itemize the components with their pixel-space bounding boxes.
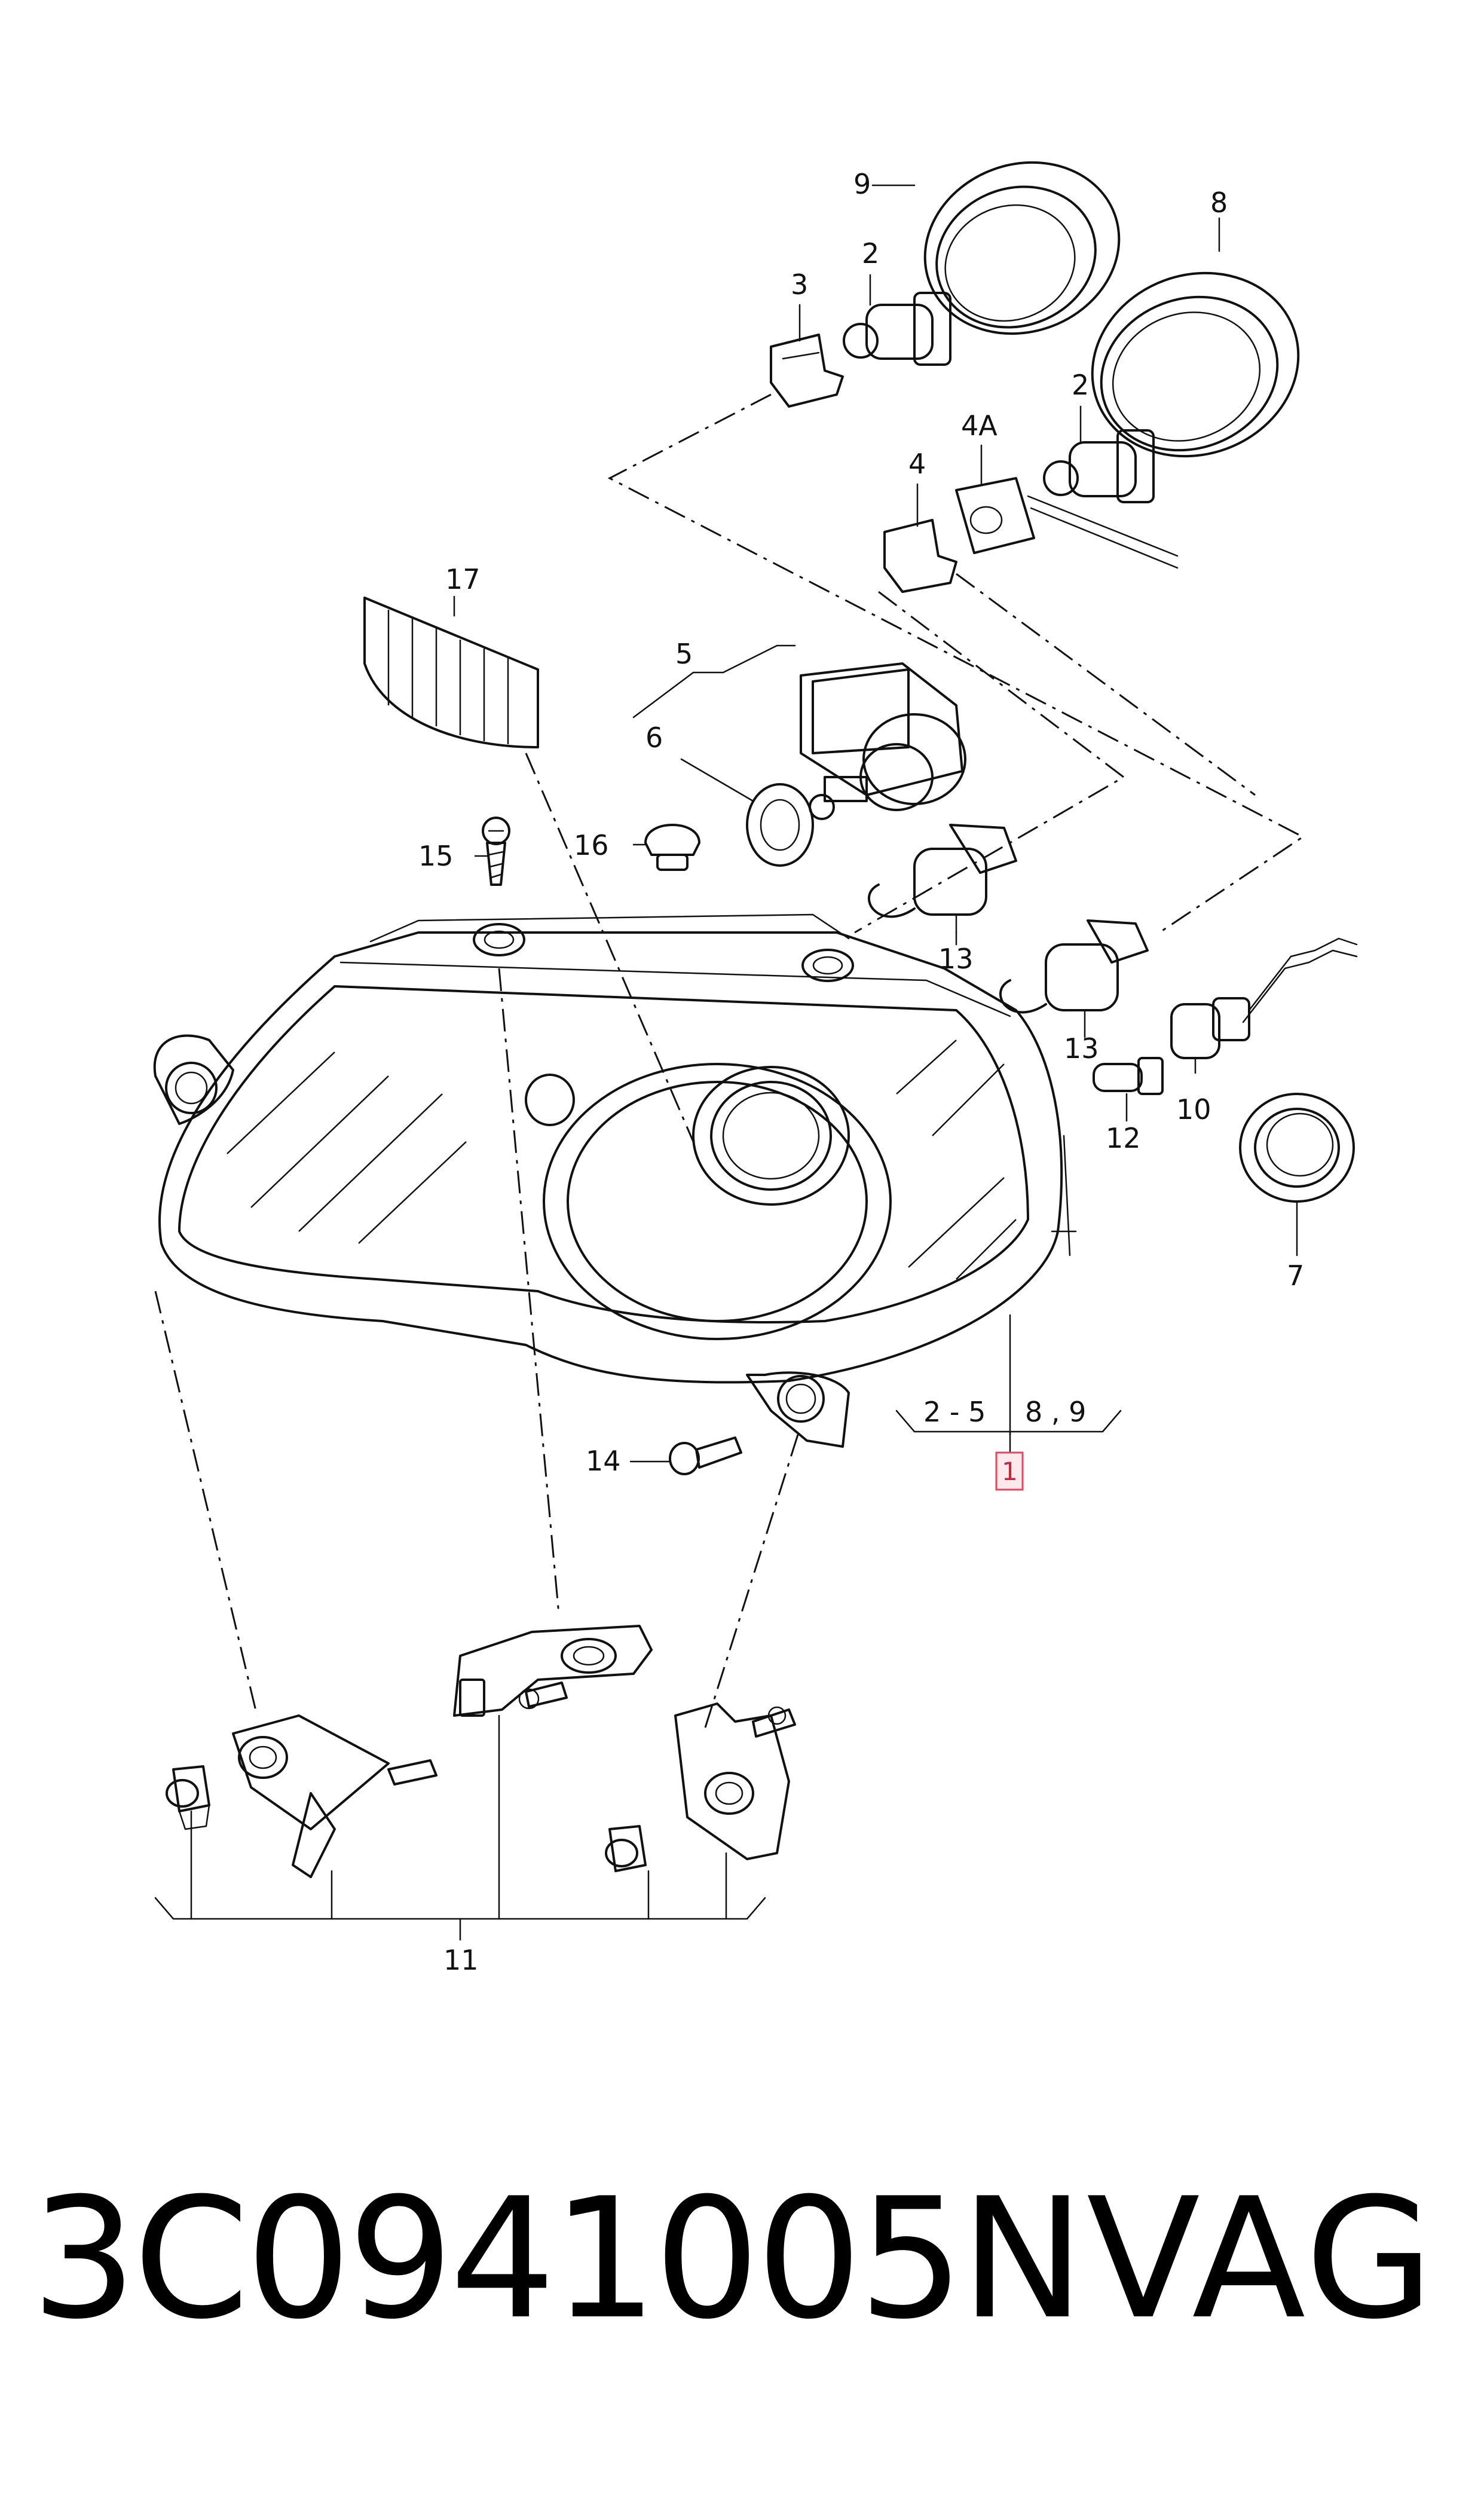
connector-4a (955, 477, 1179, 569)
callout-17: 17 (445, 563, 481, 595)
bracket-left (166, 1714, 437, 1878)
callout-1-highlight[interactable]: 1 (995, 1451, 1024, 1491)
cap-9 (923, 161, 1121, 335)
callout-group-b: 8 , 9 (1025, 1396, 1086, 1428)
bulb-12 (1093, 1057, 1164, 1095)
socket-10 (1170, 937, 1358, 1059)
callout-10: 10 (1176, 1093, 1211, 1126)
screw-15 (482, 817, 510, 886)
assembly-lines (154, 393, 1305, 1728)
holder-4 (883, 519, 957, 593)
exploded-parts-diagram: 9 2 3 8 2 4A 4 17 5 6 15 16 13 13 12 10 … (153, 161, 1358, 1976)
callout-5: 5 (675, 638, 693, 670)
screw-14 (669, 1436, 742, 1475)
bulb-13a (867, 824, 1017, 934)
callout-12: 12 (1106, 1122, 1141, 1154)
callout-2b: 2 (1072, 369, 1089, 401)
gasket-6 (746, 783, 814, 867)
bracket-right (605, 1702, 796, 1872)
leader-lines (154, 184, 1298, 1941)
bulb-13b (999, 919, 1149, 1014)
callout-4: 4 (908, 448, 926, 480)
callout-group-a: 2 - 5 (923, 1396, 986, 1428)
cap-8 (1091, 271, 1300, 458)
decal-part (363, 597, 539, 748)
plug-16 (644, 824, 700, 871)
callout-9: 9 (853, 168, 871, 200)
callout-3: 3 (791, 268, 808, 301)
callout-14: 14 (586, 1445, 621, 1477)
callout-4a: 4A (961, 409, 998, 442)
callout-16: 16 (574, 829, 609, 861)
callout-7: 7 (1287, 1259, 1304, 1292)
callout-2a: 2 (862, 237, 879, 270)
motor-5 (800, 662, 966, 820)
bulb-2b (1043, 429, 1155, 503)
callout-1: 1 (1002, 1457, 1018, 1486)
brand-name: VAG (1086, 2162, 1436, 2356)
part-number: 3C0941005N (31, 2162, 1085, 2356)
cap-7 (1239, 1093, 1355, 1203)
callout-6: 6 (645, 722, 663, 754)
headlamp-housing (153, 913, 1077, 1448)
callout-13b: 13 (1064, 1032, 1099, 1065)
bulb-2a (843, 292, 951, 366)
callout-11: 11 (443, 1944, 479, 1976)
bracket-middle (453, 1625, 653, 1717)
callout-8: 8 (1210, 187, 1228, 219)
callout-labels: 9 2 3 8 2 4A 4 17 5 6 15 16 13 13 12 10 … (418, 168, 1304, 1976)
callout-15: 15 (418, 840, 454, 872)
callout-13a: 13 (938, 943, 974, 975)
holder-3 (770, 334, 844, 408)
